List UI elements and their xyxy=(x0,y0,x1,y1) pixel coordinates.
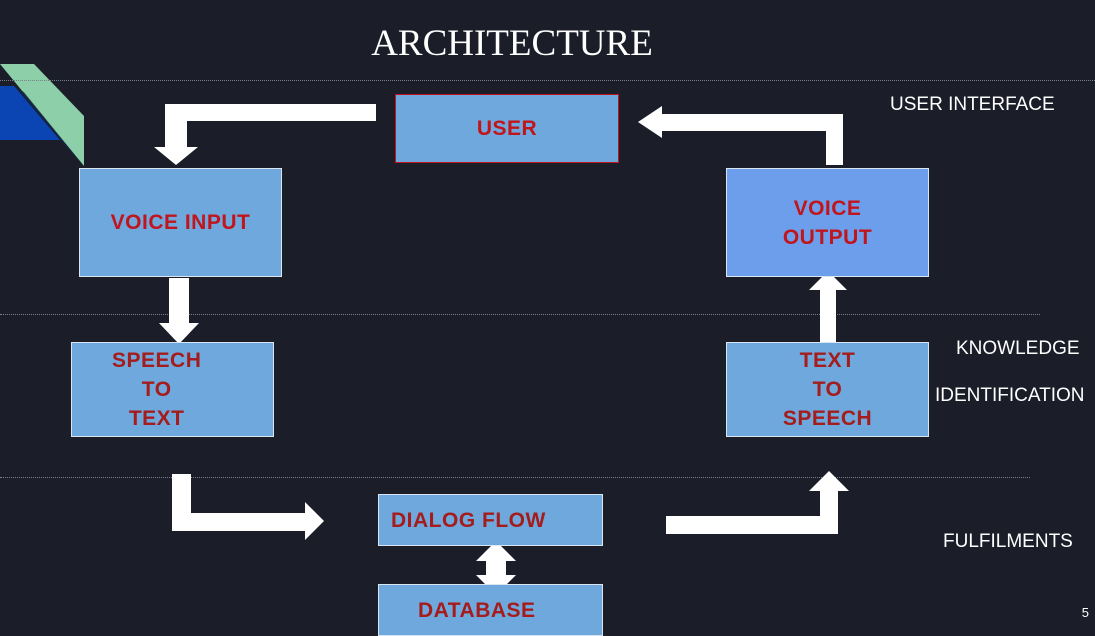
dialog-flow-box: DIALOG FLOW xyxy=(378,494,603,546)
text-to-speech-label: TEXT TO SPEECH xyxy=(782,349,873,430)
voice-output-box: VOICE OUTPUT xyxy=(726,168,929,277)
layer-label-fulfilments: FULFILMENTS xyxy=(943,531,1073,552)
arrow-voice-input-to-speech xyxy=(159,278,199,344)
divider-top xyxy=(0,80,1095,81)
divider-middle xyxy=(0,314,1040,315)
layer-label-knowledge: KNOWLEDGE xyxy=(956,338,1080,359)
layer-label-identification: IDENTIFICATION xyxy=(935,385,1085,406)
speech-to-text-box: SPEECH TO TEXT xyxy=(71,342,274,437)
page-number: 5 xyxy=(1081,605,1089,620)
database-label: DATABASE xyxy=(418,598,536,622)
speech-to-text-label: SPEECH TO TEXT xyxy=(112,349,202,430)
database-box: DATABASE xyxy=(378,584,603,636)
arrow-voice-output-to-user xyxy=(638,106,843,165)
text-to-speech-box: TEXT TO SPEECH xyxy=(726,342,929,437)
voice-input-box: VOICE INPUT xyxy=(79,168,282,277)
arrow-speech-to-dialogflow xyxy=(172,474,324,540)
dialog-flow-label: DIALOG FLOW xyxy=(391,508,546,532)
arrow-dialogflow-to-tts xyxy=(666,471,849,534)
arrow-tts-to-voice-output xyxy=(809,271,847,343)
user-label: USER xyxy=(476,117,538,140)
user-box: USER xyxy=(395,94,619,163)
voice-input-label: VOICE INPUT xyxy=(110,211,251,234)
voice-output-label: VOICE OUTPUT xyxy=(782,196,873,249)
arrow-user-to-voice-input xyxy=(154,104,376,165)
layer-label-user-interface: USER INTERFACE xyxy=(890,94,1055,115)
arrow-dialogflow-database xyxy=(476,541,516,595)
slide-title: ARCHITECTURE xyxy=(371,23,653,64)
divider-bottom xyxy=(0,477,1030,478)
